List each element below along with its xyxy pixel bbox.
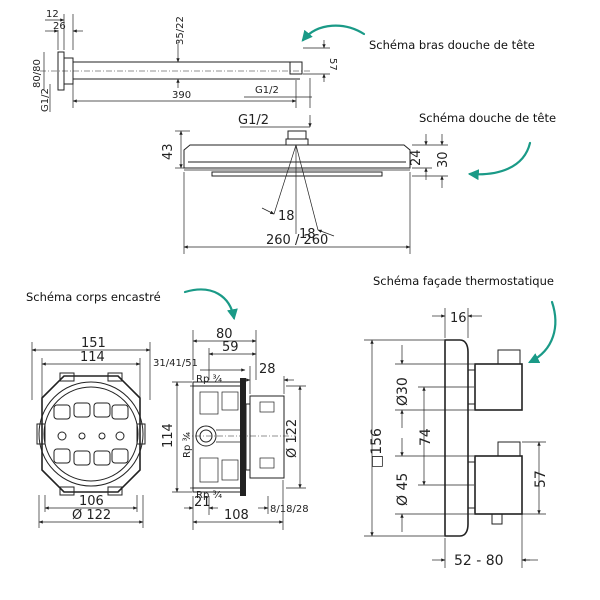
body-dim-rp-top: Rp ³⁄₄ <box>196 374 222 385</box>
caption-head-shower: Schéma douche de tête <box>419 111 556 125</box>
arm-dim-35-22: 35/22 <box>175 16 186 45</box>
body-dim-59: 59 <box>222 340 239 355</box>
head-dim-24: 24 <box>409 149 424 166</box>
caption-facade: Schéma façade thermostatique <box>373 274 554 288</box>
body-dim-rp-middle: Rp ³⁄₄ <box>182 432 193 458</box>
head-dim-18-left: 18 <box>278 209 295 224</box>
facade-dim-phi45: Ø 45 <box>395 473 411 506</box>
body-dim-151: 151 <box>81 336 106 351</box>
facade-dim-16: 16 <box>450 311 467 326</box>
body-dim-80: 80 <box>216 327 233 342</box>
body-dim-114-vertical: 114 <box>161 423 176 448</box>
body-dim-31-41-51: 31/41/51 <box>153 358 198 369</box>
facade-dim-74: 74 <box>418 428 434 446</box>
body-dim-28: 28 <box>259 362 276 377</box>
arm-dim-g12-right: G1/2 <box>255 85 279 96</box>
head-shower-drawing: G1/2 43 24 30 18 18 260 / 260 Schéma dou… <box>161 111 556 254</box>
arm-dim-12: 12 <box>46 9 59 20</box>
facade-pointer-arrow <box>528 300 557 364</box>
facade-dim-52-80: 52 - 80 <box>454 553 504 569</box>
body-front-drawing: 151 114 106 Ø 122 Schéma corps encastré <box>26 288 238 528</box>
body-dim-114: 114 <box>80 350 105 365</box>
facade-dim-57: 57 <box>533 470 549 488</box>
head-dim-30: 30 <box>436 151 451 168</box>
body-dim-8-18-28: 8/18/28 <box>270 504 309 515</box>
body-dim-106: 106 <box>79 494 104 509</box>
body-dim-phi122-vertical: Ø 122 <box>285 419 300 458</box>
body-dim-phi122: Ø 122 <box>72 508 111 523</box>
body-dim-21: 21 <box>194 495 211 510</box>
arm-dim-57: 57 <box>327 58 338 71</box>
caption-body: Schéma corps encastré <box>26 290 161 304</box>
arm-pointer-arrow <box>301 24 366 42</box>
caption-shower-arm: Schéma bras douche de tête <box>369 38 535 52</box>
head-dim-g12: G1/2 <box>238 113 269 128</box>
body-side-drawing: 80 59 31/41/51 Rp ³⁄₄ 28 114 Rp ³⁄₄ Ø 12… <box>153 327 309 530</box>
body-dim-108: 108 <box>224 508 249 523</box>
facade-dim-156: □156 <box>369 428 385 468</box>
head-dim-18-right: 18 <box>299 227 316 242</box>
arm-dim-80-80: 80/80 <box>32 59 43 88</box>
arm-dim-390: 390 <box>172 90 191 101</box>
facade-dim-phi30: Ø30 <box>395 377 411 406</box>
arm-dim-26: 26 <box>53 21 66 32</box>
arm-dim-g12-left: G1/2 <box>40 88 51 112</box>
body-pointer-arrow <box>183 288 238 321</box>
shower-arm-drawing: 12 26 35/22 80/80 G1/2 390 G1/2 57 Schém… <box>32 9 535 112</box>
head-dim-43: 43 <box>161 143 176 160</box>
head-dim-260: 260 / 260 <box>266 233 328 248</box>
facade-drawing: 16 □156 Ø30 74 Ø 45 57 52 - 80 <box>364 274 557 569</box>
body-dim-rp-bottom: Rp ³⁄₄ <box>196 490 222 501</box>
head-pointer-arrow <box>467 141 532 181</box>
